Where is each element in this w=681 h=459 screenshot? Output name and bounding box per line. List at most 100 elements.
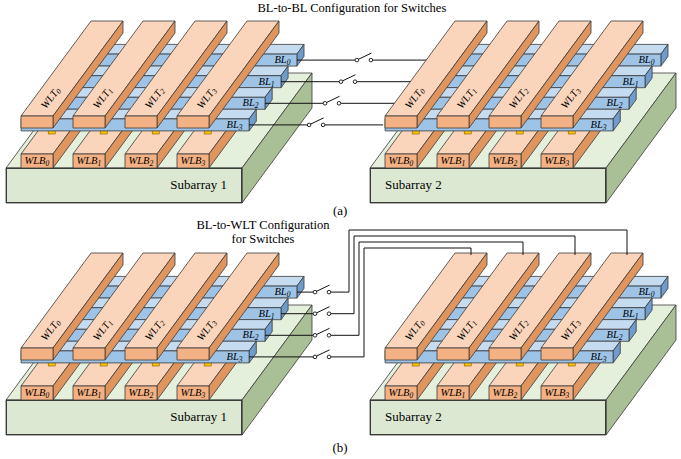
switch-wire (373, 60, 431, 61)
top-word-line (73, 116, 105, 128)
switch-contact (307, 123, 311, 127)
top-word-line (73, 348, 105, 360)
switch-contact (323, 102, 327, 106)
subscript-index: 2 (514, 391, 518, 400)
bottom-word-line-label: WLB2 (493, 387, 518, 399)
subscript-index: 1 (98, 391, 102, 400)
bit-line (265, 320, 272, 342)
top-word-line (125, 116, 157, 128)
bottom-word-line (541, 386, 573, 400)
subscript-index: 0 (287, 290, 291, 299)
top-word-line (573, 21, 643, 128)
bit-line-label: BL3 (591, 119, 607, 131)
switch-lever (317, 328, 330, 334)
top-word-line (541, 348, 573, 360)
top-word-line (385, 348, 417, 360)
switch-wire (341, 103, 399, 104)
bottom-word-line (385, 386, 417, 400)
bottom-word-line-label: WLB1 (77, 155, 102, 167)
subscript-index: 1 (462, 391, 466, 400)
subscript-index: 0 (651, 58, 655, 67)
subscript-index: 1 (271, 80, 275, 89)
switch-contact (327, 312, 331, 316)
subscript-index: 1 (98, 159, 102, 168)
switch-contact (327, 290, 331, 294)
bottom-word-line-label: WLB2 (129, 387, 154, 399)
subscript-index: 2 (619, 333, 623, 342)
switch-contact (369, 58, 373, 62)
switch-wire (331, 230, 627, 292)
bit-line-label: BL0 (638, 54, 654, 66)
subscript-index: 3 (603, 355, 607, 364)
bit-line (613, 341, 620, 363)
bottom-word-line-label: WLB0 (25, 155, 50, 167)
switch-wire (331, 242, 523, 335)
switch-lever (317, 285, 330, 291)
bottom-word-line-label: WLB1 (441, 155, 466, 167)
bit-line (661, 44, 668, 66)
bit-line-label: BL1 (259, 308, 275, 320)
subscript-index: 3 (239, 123, 243, 132)
switch-wire (265, 335, 313, 336)
bit-line (281, 298, 288, 320)
bottom-word-line-label: WLB0 (389, 387, 414, 399)
top-word-line (541, 116, 573, 128)
switch-contact (355, 58, 359, 62)
subscript-index: 0 (410, 391, 414, 400)
subscript-index: 0 (651, 290, 655, 299)
top-word-line (385, 116, 417, 128)
bit-line-label: BL2 (243, 329, 259, 341)
bottom-word-line (437, 386, 469, 400)
substrate-block (6, 168, 242, 203)
panel-title: BL-to-WLT Configuration for Switches (188, 219, 338, 247)
switch-contact (313, 334, 317, 338)
switch-lever (311, 118, 324, 124)
top-word-line (437, 116, 469, 128)
subarray-block: Subarray 2 (370, 400, 606, 435)
bottom-word-line-label: WLB3 (545, 387, 570, 399)
bit-line (249, 341, 256, 363)
top-word-line (489, 348, 521, 360)
bit-line-label: BL2 (607, 329, 623, 341)
bit-line-label: BL1 (259, 76, 275, 88)
bottom-word-line (177, 154, 209, 168)
bottom-word-line (73, 386, 105, 400)
subscript-index: 1 (271, 312, 275, 321)
subarray-label: Subarray 2 (385, 178, 442, 192)
switch-contact (353, 80, 357, 84)
subscript-index: 2 (514, 159, 518, 168)
bit-line (629, 88, 636, 110)
switch-contact (327, 334, 331, 338)
bit-line (629, 320, 636, 342)
bit-line (249, 109, 256, 131)
switch-contact (321, 123, 325, 127)
bit-line-label: BL2 (243, 97, 259, 109)
switch-lever (317, 307, 330, 313)
subarray-label: Subarray 1 (170, 178, 227, 192)
bit-line-label: BL1 (623, 76, 639, 88)
switch-contact (339, 80, 343, 84)
subscript-index: 1 (635, 80, 639, 89)
top-word-line (21, 348, 53, 360)
subscript-index: 0 (287, 58, 291, 67)
switch-wire (249, 124, 307, 125)
substrate-block (370, 400, 606, 435)
bottom-word-line (489, 154, 521, 168)
subscript-index: 1 (462, 159, 466, 168)
switch-lever (317, 350, 330, 356)
subscript-index: 0 (410, 159, 414, 168)
bit-line (645, 298, 652, 320)
bit-line (645, 66, 652, 88)
bottom-word-line-label: WLB3 (181, 387, 206, 399)
subarray-label: Subarray 1 (170, 410, 227, 424)
subscript-index: 0 (46, 391, 50, 400)
bit-line-label: BL0 (274, 286, 290, 298)
bottom-word-line-label: WLB1 (441, 387, 466, 399)
top-word-line (489, 116, 521, 128)
subscript-index: 2 (255, 333, 259, 342)
switch-wire (297, 292, 313, 293)
subscript-index: 3 (566, 391, 570, 400)
switch-wire (325, 124, 383, 125)
